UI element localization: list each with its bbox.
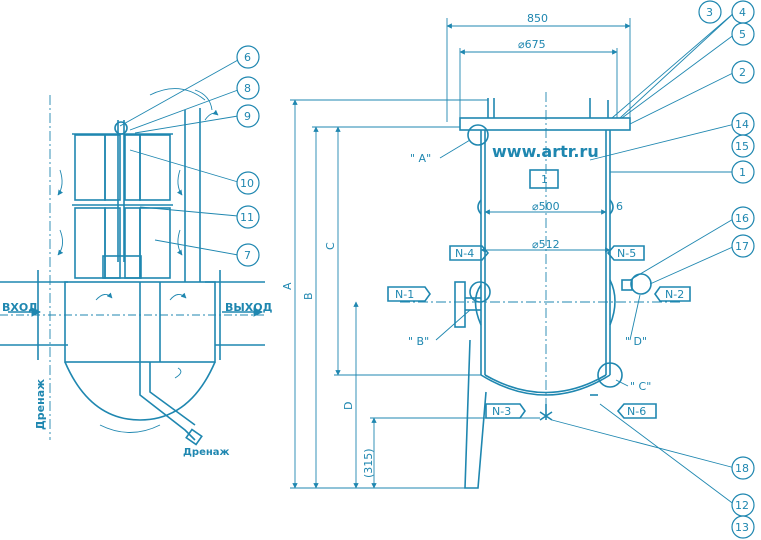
svg-text:N-5: N-5: [617, 247, 636, 260]
nozzle-tag-n3: N-3: [485, 403, 526, 419]
dim-6: 6: [616, 200, 623, 213]
svg-text:11: 11: [240, 211, 254, 224]
callout-16: 16: [731, 206, 755, 230]
svg-text:8: 8: [244, 82, 251, 95]
nozzle-tag-n2: N-2: [654, 286, 691, 302]
svg-text:3: 3: [706, 6, 713, 19]
svg-text:14: 14: [735, 118, 749, 131]
nozzle-tag-n5: N-5: [606, 245, 645, 261]
svg-text:12: 12: [735, 499, 749, 512]
svg-text:N-1: N-1: [395, 288, 414, 301]
svg-text:13: 13: [735, 521, 749, 534]
svg-text:10: 10: [240, 177, 254, 190]
callout-4: 4: [731, 0, 755, 24]
inlet-label: ВХОД: [2, 301, 38, 314]
callout-9: 9: [236, 104, 260, 128]
view-D-label: " D": [625, 335, 647, 348]
left-section-view: ВХОД ВЫХОД Дренаж Дренаж: [0, 59, 273, 458]
callout-1: 1: [731, 160, 755, 184]
callout-12: 12: [731, 493, 755, 517]
svg-text:15: 15: [735, 140, 749, 153]
callout-14: 14: [731, 112, 755, 136]
callout-17: 17: [731, 234, 755, 258]
dim-A: A: [281, 282, 294, 290]
svg-text:N-6: N-6: [627, 405, 646, 418]
view-B-label: " B": [408, 335, 429, 348]
nozzle-tag-n6: N-6: [616, 403, 657, 419]
dim-675: ⌀675: [518, 38, 546, 51]
callout-15: 15: [731, 134, 755, 158]
nozzle-tag-n4: N-4: [449, 245, 490, 261]
svg-text:4: 4: [739, 6, 746, 19]
callout-2: 2: [731, 60, 755, 84]
callout-13: 13: [731, 515, 755, 539]
drain-label-bottom: Дренаж: [183, 447, 230, 458]
nozzle-tag-n1: N-1: [387, 286, 431, 302]
svg-text:18: 18: [735, 462, 749, 475]
svg-text:1: 1: [739, 166, 746, 179]
view-C-label: " C": [630, 380, 651, 393]
svg-text:N-2: N-2: [665, 288, 684, 301]
callout-3: 3: [698, 0, 722, 24]
callout-5: 5: [731, 22, 755, 46]
right-elevation-view: 850 ⌀675 1 ⌀500 6 ⌀512: [281, 11, 736, 506]
dim-B: B: [302, 292, 315, 300]
callout-18: 18: [731, 456, 755, 480]
svg-text:16: 16: [735, 212, 749, 225]
dim-C: C: [324, 242, 337, 250]
svg-text:N-4: N-4: [455, 247, 474, 260]
dim-850: 850: [527, 12, 548, 25]
dim-D: D: [342, 402, 355, 410]
callout-7: 7: [236, 243, 260, 267]
svg-text:9: 9: [244, 110, 251, 123]
svg-text:17: 17: [735, 240, 749, 253]
callout-10: 10: [236, 171, 260, 195]
svg-text:N-3: N-3: [492, 405, 511, 418]
svg-text:6: 6: [244, 51, 251, 64]
outlet-label: ВЫХОД: [225, 301, 273, 314]
svg-text:5: 5: [739, 28, 746, 41]
watermark-url: www.artr.ru: [492, 142, 599, 161]
view-A-label: " A": [410, 152, 431, 165]
nameplate-number: 1: [541, 173, 548, 186]
svg-text:7: 7: [244, 249, 251, 262]
callout-6: 6: [236, 45, 260, 69]
svg-text:2: 2: [739, 66, 746, 79]
callout-8: 8: [236, 76, 260, 100]
callout-11: 11: [236, 205, 260, 229]
drain-label-vertical: Дренаж: [34, 379, 47, 430]
callout-bubbles: 6 8 9 10 11 7 3 4 5 2 14 15 1 16 17 18 1…: [236, 0, 755, 539]
dim-315: (315): [362, 448, 375, 478]
